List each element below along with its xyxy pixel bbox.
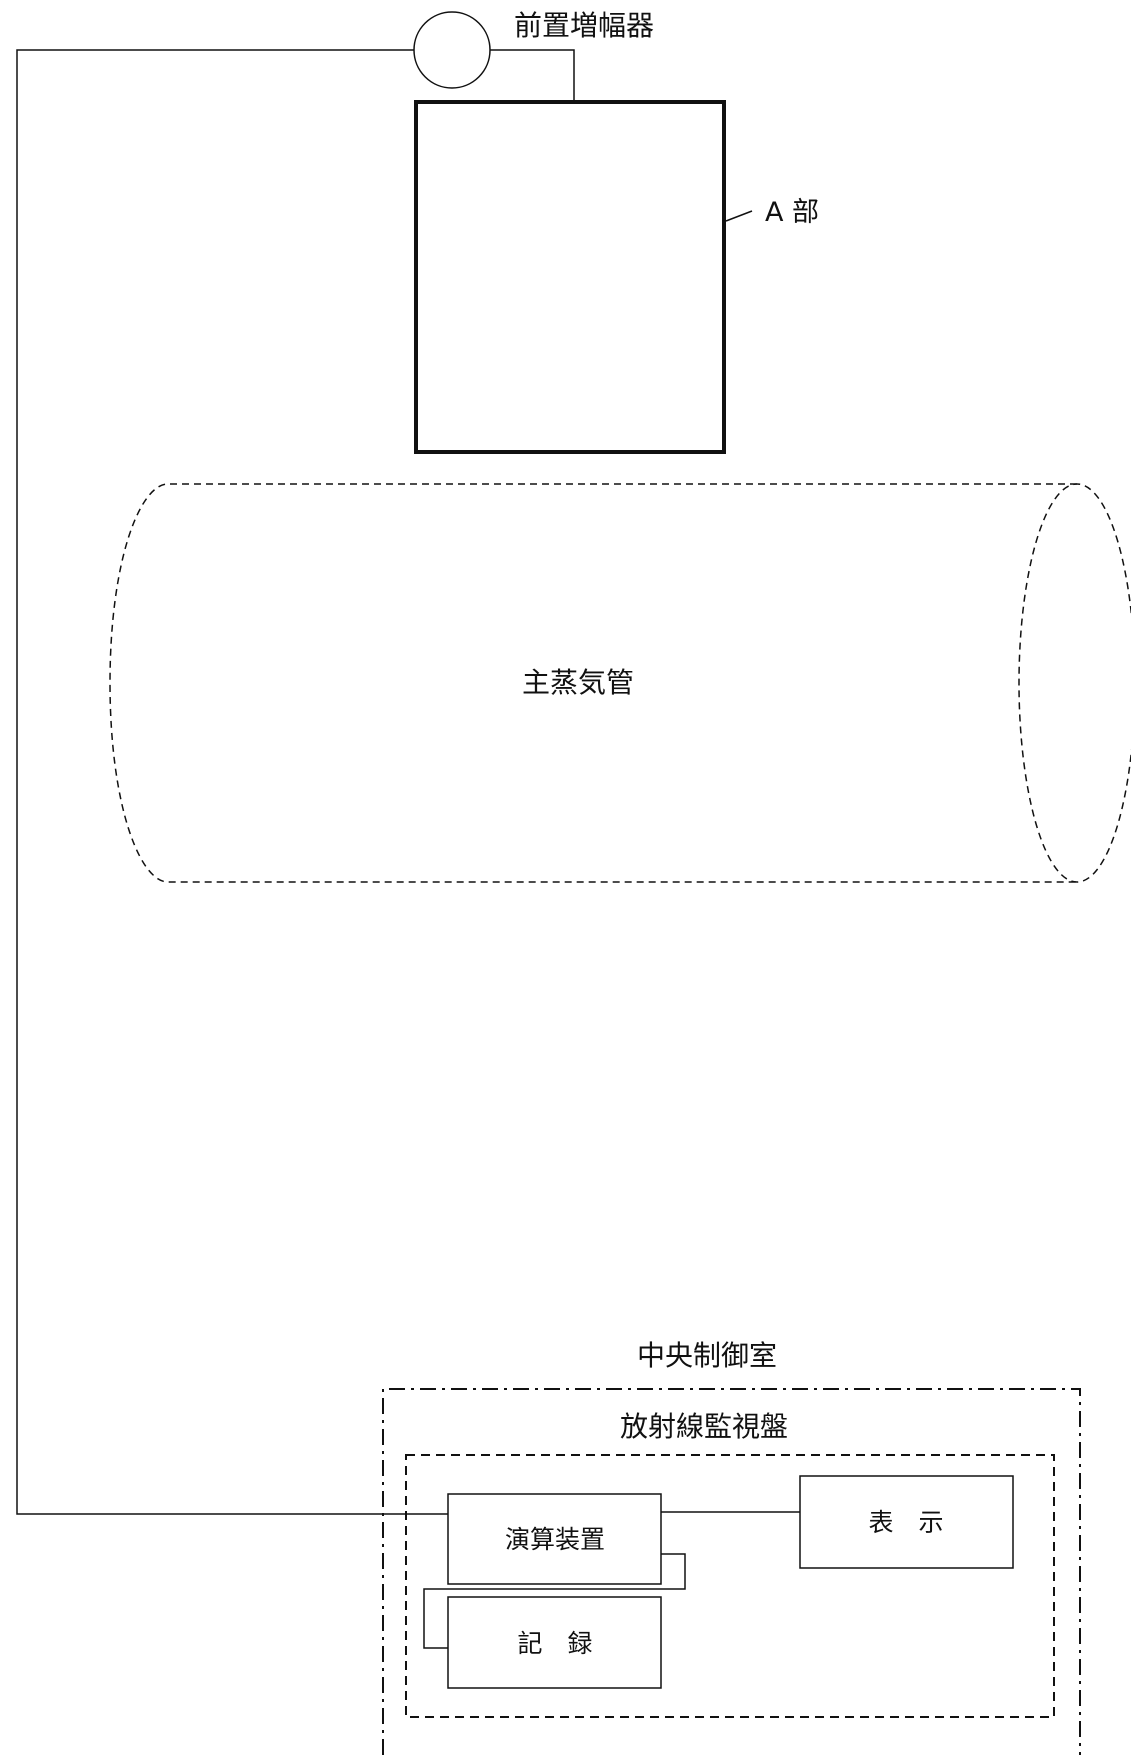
detector-box (414, 100, 726, 454)
recording-label: 記 録 (517, 1629, 592, 1658)
recording-connection (423, 1553, 686, 1649)
central-control-room-label: 中央制御室 (637, 1339, 777, 1372)
recording-box (447, 1596, 662, 1689)
main-steam-pipe-end (1018, 483, 1131, 883)
preamplifier-circle (413, 11, 491, 89)
display-box (799, 1475, 1014, 1569)
computing-unit-box (447, 1493, 662, 1585)
part-a-label: A 部 (765, 197, 819, 228)
preamplifier-label: 前置増幅器 (514, 9, 654, 42)
central-control-room-boundary (382, 1388, 1081, 1755)
main-steam-pipe-body (109, 483, 1077, 883)
computing-unit-label: 演算装置 (505, 1525, 605, 1554)
main-steam-pipe-label: 主蒸気管 (522, 666, 634, 699)
display-label: 表 示 (868, 1508, 943, 1537)
radiation-monitoring-panel-label: 放射線監視盤 (620, 1410, 788, 1443)
part-a-leader (725, 210, 753, 222)
detector-lead (490, 49, 575, 102)
signal-cable (16, 49, 448, 1515)
radiation-monitoring-panel-boundary (405, 1454, 1055, 1718)
